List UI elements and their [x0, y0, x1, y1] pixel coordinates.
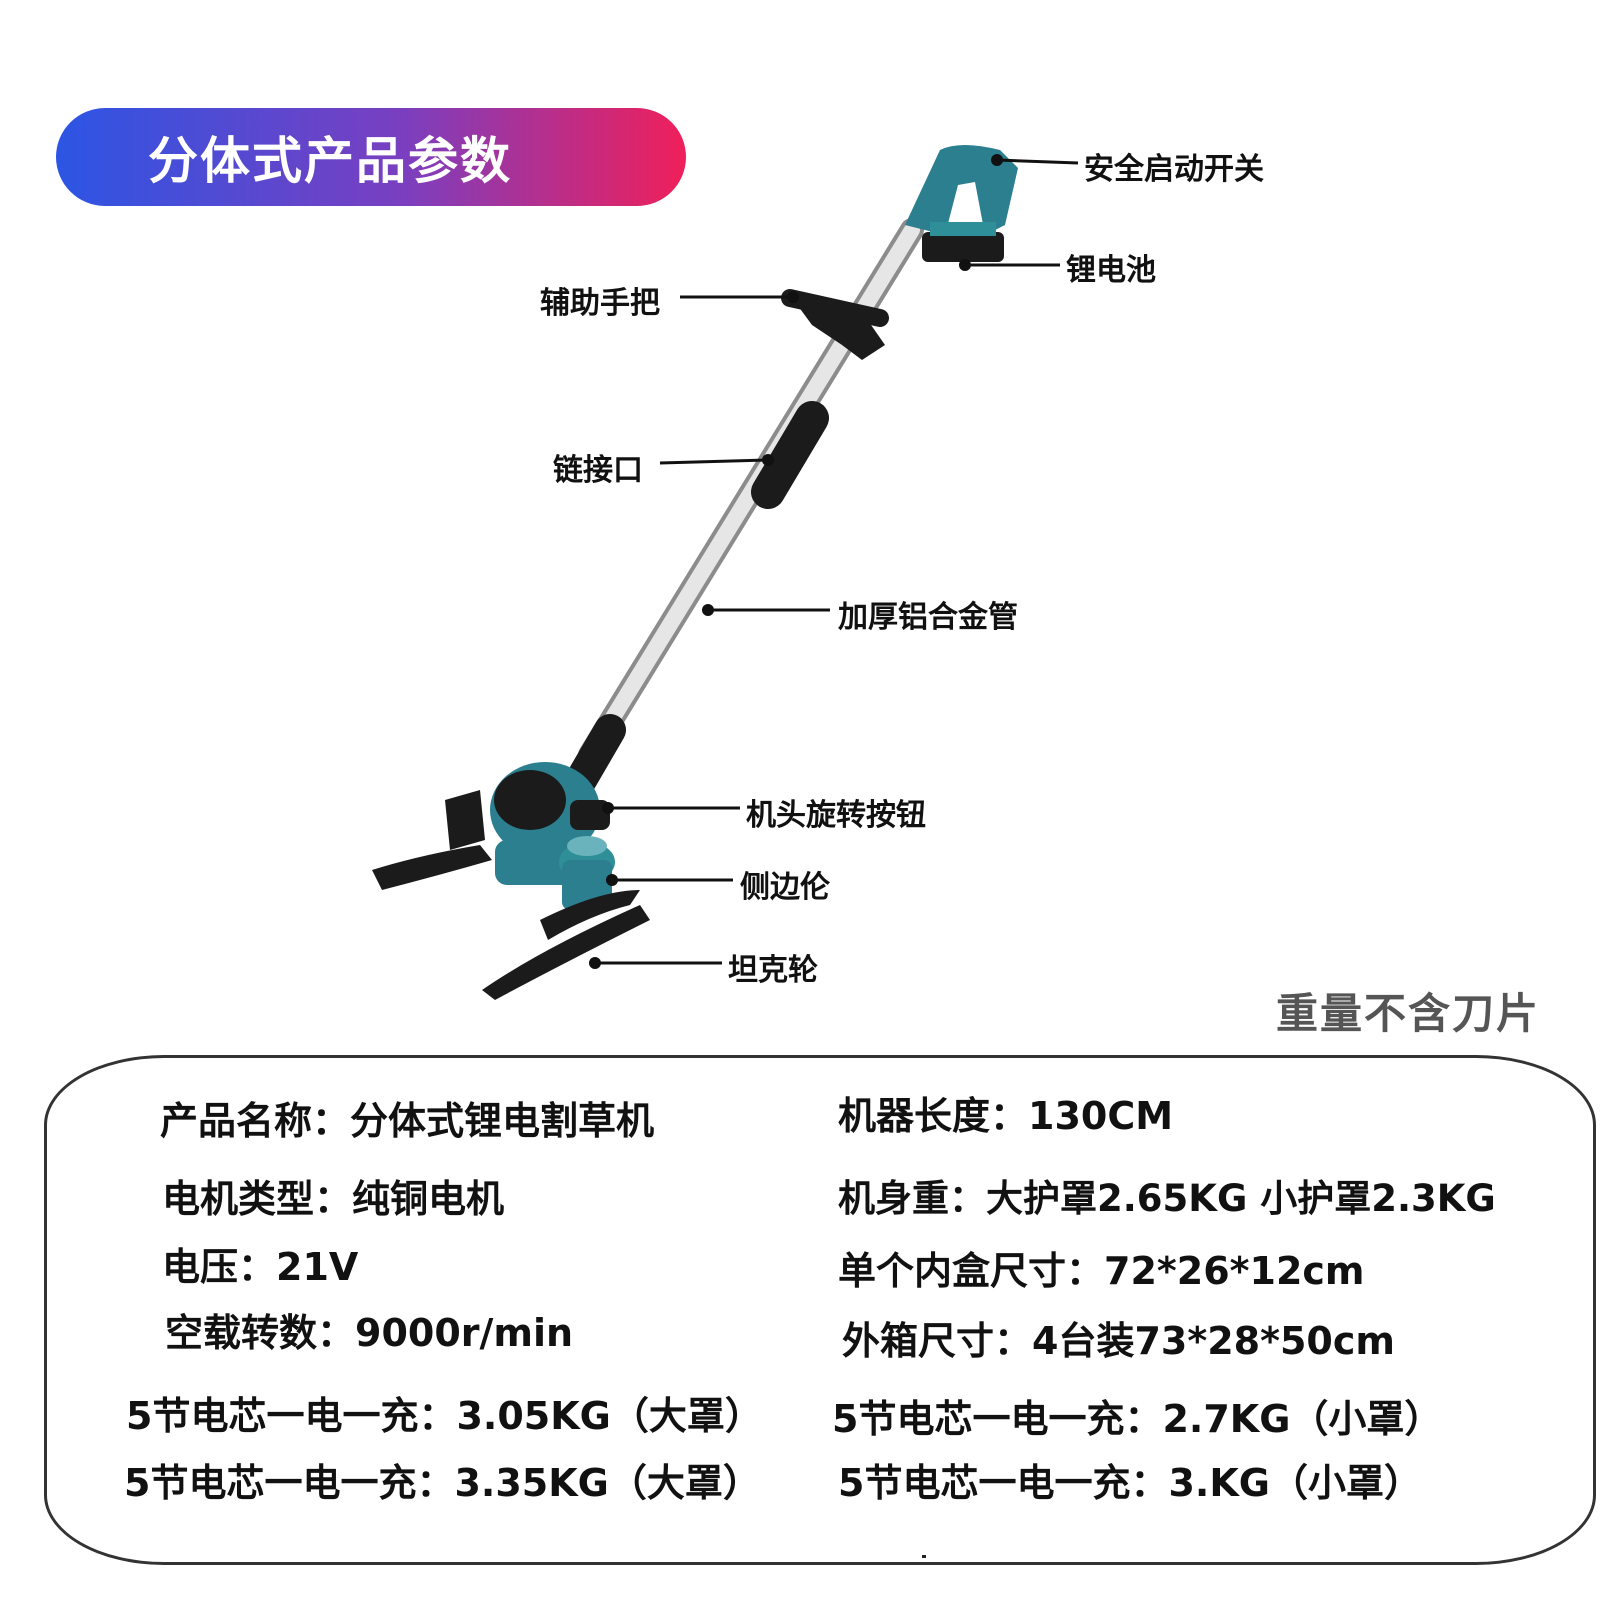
- spec-body-weight: 机身重：大护罩2.65KG 小护罩2.3KG: [838, 1177, 1496, 1220]
- top-handle-housing: [905, 145, 1018, 235]
- callout-battery: 锂电池: [1066, 253, 1156, 288]
- spec-inner-box: 单个内盒尺寸：72*26*12cm: [838, 1249, 1365, 1293]
- callout-safety-switch: 安全启动开关: [1084, 152, 1264, 187]
- connector-sleeve: [751, 401, 829, 509]
- page-title: 分体式产品参数: [148, 132, 512, 190]
- spec-outer-box: 外箱尺寸：4台装73*28*50cm: [842, 1319, 1395, 1363]
- tank-wheel-shape: [482, 905, 650, 1000]
- spec-cell5-small-2: 5节电芯一电一充：3.KG（小罩）: [838, 1461, 1422, 1505]
- callout-aux-handle: 辅助手把: [540, 286, 660, 321]
- spec-machine-length: 机器长度：130CM: [838, 1094, 1174, 1138]
- weight-note: 重量不含刀片: [1276, 989, 1541, 1038]
- spec-cell5-small-1: 5节电芯一电一充：2.7KG（小罩）: [832, 1397, 1443, 1441]
- spec-no-load-speed: 空载转数：9000r/min: [165, 1311, 574, 1355]
- callout-alloy-tube: 加厚铝合金管: [838, 600, 1018, 635]
- spec-cell5-big-2: 5节电芯一电一充：3.35KG（大罩）: [124, 1461, 761, 1505]
- spec-panel: [44, 1055, 1596, 1565]
- page-title-banner: 分体式产品参数: [56, 108, 686, 206]
- spec-cell5-big-1: 5节电芯一电一充：3.05KG（大罩）: [126, 1394, 763, 1438]
- battery-pack: [922, 232, 1004, 262]
- callout-tank-wheel: 坦克轮: [728, 953, 818, 988]
- decorative-dot: [922, 1555, 926, 1558]
- callout-head-rotate-button: 机头旋转按钮: [746, 798, 926, 833]
- callout-side-wheel: 侧边伦: [740, 870, 830, 905]
- spec-voltage: 电压：21V: [162, 1245, 359, 1289]
- grass-trimmer-illustration: [372, 145, 1079, 1000]
- spec-product-name: 产品名称：分体式锂电割草机: [160, 1099, 655, 1143]
- spec-motor-type: 电机类型：纯铜电机: [162, 1177, 505, 1221]
- rear-guard: [372, 845, 492, 890]
- callout-connector: 链接口: [553, 453, 643, 488]
